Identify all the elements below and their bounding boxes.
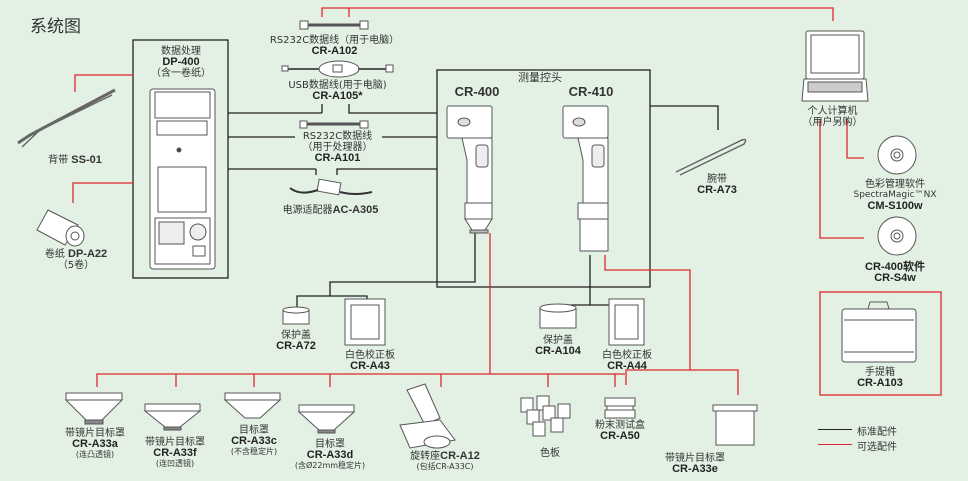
cap-cr-a72-label: 保护盖 CR-A72 (276, 330, 316, 352)
software-spectramagic-label: 色彩管理软件 SpectraMagic™NX CM-S100w (853, 179, 937, 212)
optional-connectors (72, 7, 942, 396)
legend-optional-label: 可选配件 (857, 442, 897, 453)
probe-group-title: 测量控头 (518, 71, 562, 84)
paper-roll-illustration (36, 209, 85, 247)
cable-rs232c-processor-label: RS232C数据线 （用于处理器） CR-A101 (302, 131, 373, 164)
color-tiles-label: 色板 (540, 448, 560, 459)
legend-standard-line (818, 429, 852, 430)
white-plate-cr-a43-illustration (344, 298, 386, 346)
wrist-strap-label: 腕带 CR-A73 (697, 174, 737, 196)
ac-adapter-label: 电源适配器AC-A305 (282, 204, 379, 217)
cable-rs232c-pc-label: RS232C数据线（用于电脑） CR-A102 (269, 35, 400, 57)
hood-cr-a33e-label: 带镜片目标罩 CR-A33e (665, 453, 725, 475)
hood-cr-a33c-label: 目标罩 CR-A33c (不含稳定片) (230, 425, 278, 456)
rs232c-pc-cable-illustration (299, 20, 369, 30)
processor-illustration (149, 88, 216, 270)
cd-spectramagic-illustration (877, 135, 917, 175)
processor-box (132, 39, 229, 279)
hood-cr-a33f-label: 带镜片目标罩 CR-A33f (连凹透镜) (145, 437, 205, 468)
case-box (819, 291, 942, 396)
hood-cr-a33d-illustration (297, 404, 356, 434)
hood-cr-a33e-illustration (712, 404, 758, 446)
legend-standard-label: 标准配件 (857, 427, 897, 438)
hood-cr-a33a-label: 带镜片目标罩 CR-A33a (连凸透镜) (65, 428, 125, 459)
hood-cr-a33c-illustration (223, 392, 282, 419)
white-plate-cr-a43-label: 白色校正板 CR-A43 (345, 350, 395, 372)
swivel-stand-label: 旋转座CR-A12 (包括CR-A33C) (410, 450, 480, 472)
usb-cable-illustration (281, 60, 394, 78)
powder-cell-illustration (604, 397, 636, 419)
paper-roll-label: 卷纸 DP-A22 （5卷） (44, 248, 108, 272)
shoulder-strap-illustration (17, 88, 116, 148)
cr400-probe-illustration (446, 105, 493, 234)
cap-cr-a104-illustration (539, 303, 577, 329)
white-plate-cr-a44-label: 白色校正板 CR-A44 (602, 350, 652, 372)
processor-label: 数据处理 DP-400 （含一卷纸） (151, 46, 211, 79)
wrist-strap-illustration (675, 138, 747, 176)
cap-cr-a72-illustration (282, 306, 310, 325)
cap-cr-a104-label: 保护盖 CR-A104 (535, 335, 581, 357)
shoulder-strap-label: 背带 SS-01 (48, 154, 102, 167)
ac-adapter-illustration (289, 178, 373, 196)
cd-cr400-software-illustration (877, 216, 917, 256)
white-plate-cr-a44-illustration (608, 298, 645, 346)
software-cr400-label: CR-400软件 CR-S4w (865, 261, 925, 284)
cable-usb-label: USB数据线(用于电脑) CR-A105* (288, 80, 387, 102)
rs232c-processor-cable-illustration (299, 120, 369, 129)
probe-group-box (436, 69, 651, 288)
laptop-illustration (801, 30, 869, 102)
legend-optional-line (818, 444, 852, 445)
computer-label: 个人计算机 （用户另购） (802, 106, 863, 128)
hood-cr-a33f-illustration (143, 403, 202, 431)
swivel-stand-illustration (399, 383, 456, 449)
case-illustration (841, 301, 917, 363)
page-title: 系统图 (30, 17, 81, 37)
probe-cr410-label: CR-410 (568, 84, 614, 99)
color-tiles-illustration (520, 395, 571, 437)
hood-cr-a33a-illustration (64, 392, 124, 425)
standard-connectors (132, 39, 719, 322)
probe-cr400-label: CR-400 (454, 84, 500, 99)
hood-cr-a33d-label: 目标罩 CR-A33d (含Ø22mm稳定片) (294, 439, 366, 470)
powder-cell-label: 粉末测试盒 CR-A50 (595, 420, 645, 442)
case-label: 手提箱 CR-A103 (857, 367, 903, 389)
cr410-probe-illustration (562, 105, 609, 252)
